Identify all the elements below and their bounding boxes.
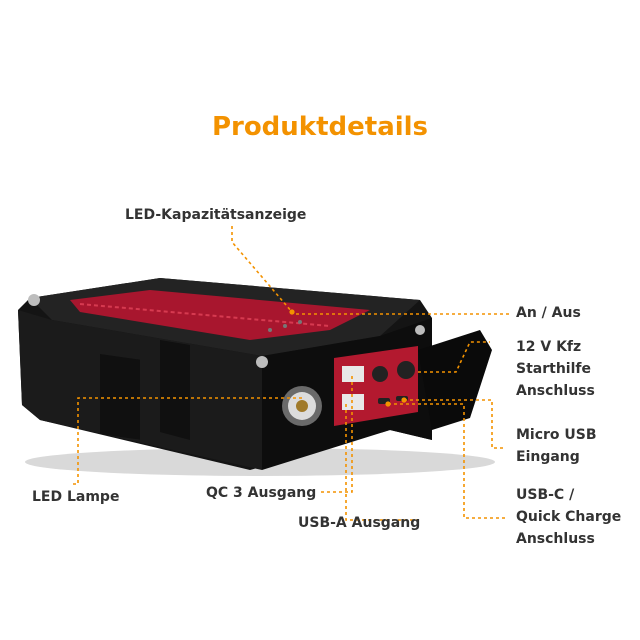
port-flap (418, 330, 492, 430)
label-car-jump: 12 V Kfz Starthilfe Anschluss (516, 336, 595, 402)
car-jump-port (372, 366, 388, 382)
usb-port-a (342, 394, 364, 410)
label-usb-a: USB-A Ausgang (298, 515, 421, 531)
label-on-off: An / Aus (516, 305, 581, 321)
label-usb-c: USB-C / Quick Charge Anschluss (516, 484, 621, 550)
led-indicator (268, 328, 272, 332)
label-led-capacity: LED-Kapazitätsanzeige (125, 207, 307, 223)
leader-lines (72, 226, 510, 521)
usb-port-qc3 (342, 366, 364, 382)
screw (256, 356, 268, 368)
label-micro-usb-line1: Micro USB (516, 427, 597, 443)
label-usb-c-line1: USB-C / (516, 487, 575, 503)
port-panel (334, 346, 418, 426)
label-qc3: QC 3 Ausgang (206, 485, 317, 501)
label-led-lamp: LED Lampe (32, 489, 120, 505)
label-car-jump-line2: Starthilfe (516, 361, 591, 377)
label-usb-c-line2: Quick Charge (516, 509, 622, 525)
page-title: Produktdetails (211, 112, 429, 142)
led-indicator (283, 324, 287, 328)
device-stripe (70, 290, 370, 340)
screw (415, 325, 425, 335)
label-car-jump-line1: 12 V Kfz (516, 339, 582, 355)
label-car-jump-line3: Anschluss (516, 383, 595, 399)
label-micro-usb-line2: Eingang (516, 449, 580, 465)
label-usb-c-line3: Anschluss (516, 531, 595, 547)
led-indicator (298, 320, 302, 324)
screw (28, 294, 40, 306)
label-micro-usb: Micro USB Eingang (516, 424, 597, 468)
